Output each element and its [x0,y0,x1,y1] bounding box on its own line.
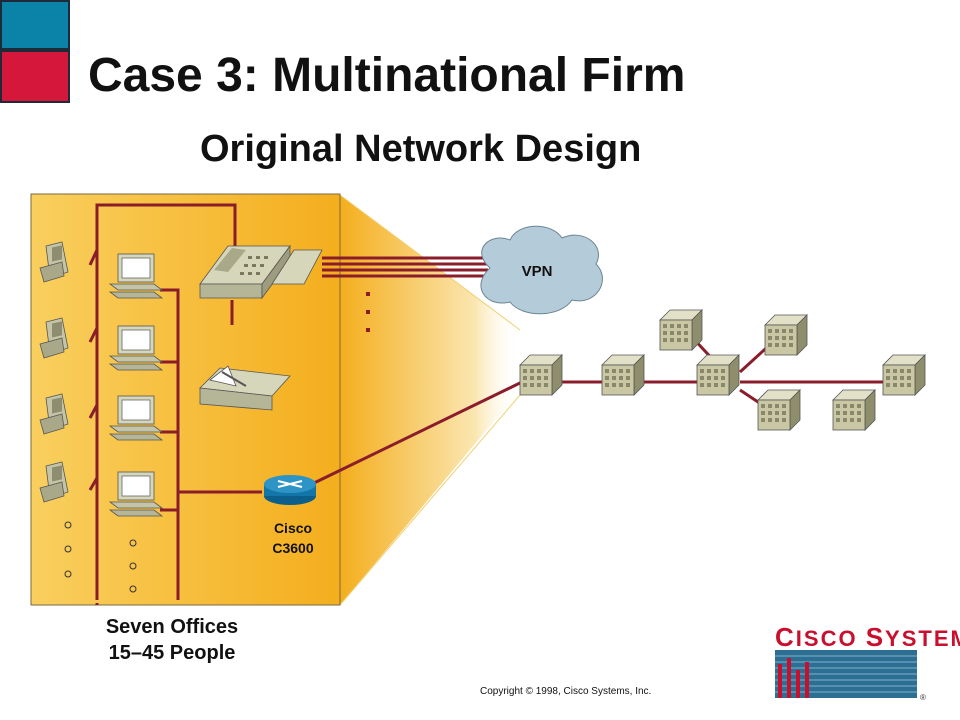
svg-text:®: ® [920,693,926,702]
page-title: Case 3: Multinational Firm [88,49,686,102]
copyright-notice: Copyright © 1998, Cisco Systems, Inc. [480,686,652,697]
cloud-icon [480,225,603,315]
logo-rest-ystems: YSTEMS [885,626,960,651]
more-workstations-indicator [129,539,137,593]
office-zoom-beam [340,195,520,605]
logo-initial-c: C [775,622,796,652]
more-lines-dots [366,292,370,332]
building-icon [832,389,876,431]
building-icon [757,389,801,431]
pbx-phone-icon [199,244,323,300]
building-icon [519,354,563,396]
router-uplink [311,380,523,486]
logo-rest-isco: ISCO [795,626,858,651]
office-wiring [88,203,262,600]
accent-square-blue [0,0,70,50]
router-label-line2: C3600 [272,540,314,556]
building-icon [696,354,740,396]
router-label-line1: Cisco [273,520,313,536]
logo-initial-s: S [865,622,886,652]
vpn-label: VPN [521,263,553,280]
router-label: Cisco C3600 [258,518,328,558]
accent-square-red [0,50,70,103]
office-caption-line1: Seven Offices [105,616,239,638]
building-icon [882,354,926,396]
more-phones-indicator [64,521,72,578]
cisco-logo-graphic: ® [775,650,926,702]
office-caption: Seven Offices 15–45 People [72,614,272,666]
building-icon [764,314,808,356]
cisco-logo-wordmark: CISCO SYSTEMS [775,622,960,653]
building-icon [601,354,645,396]
router-icon [264,475,316,505]
page-subtitle: Original Network Design [200,128,642,170]
fax-icon [199,365,291,411]
building-icon [659,309,703,351]
trunk-lines [322,256,488,278]
office-caption-line2: 15–45 People [108,642,236,664]
